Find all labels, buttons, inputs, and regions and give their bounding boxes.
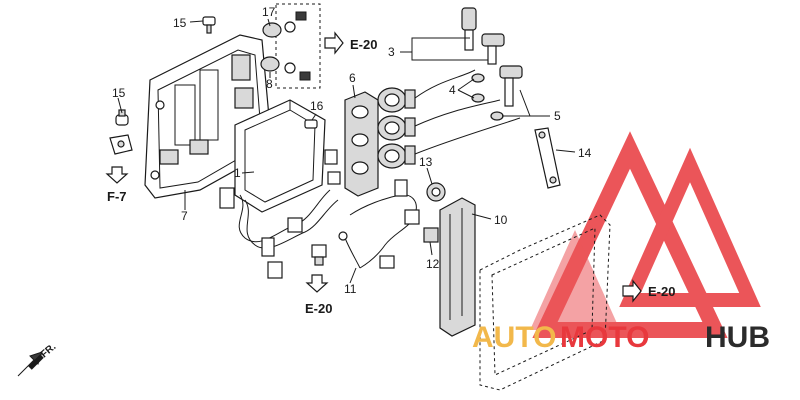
part-number-12: 12 <box>426 257 440 271</box>
reference-f7: F-7 <box>107 189 127 204</box>
part-number-13: 13 <box>419 155 433 169</box>
control-unit-part <box>234 99 326 213</box>
part-number-8: 8 <box>266 77 273 91</box>
grommet-part-8 <box>260 56 311 81</box>
part-number-15a: 15 <box>173 16 187 30</box>
sub-harness-part-11 <box>338 179 420 269</box>
reference-e20-bottom: E-20 <box>305 301 332 316</box>
plug-cap-part-3a <box>461 7 477 51</box>
part-number-16: 16 <box>310 99 324 113</box>
connector-block-part-10 <box>439 197 476 337</box>
bolt-part-15a <box>202 16 216 34</box>
bolt-part-11 <box>311 244 327 266</box>
rear-cover-part <box>479 214 611 391</box>
seal-part-4 <box>471 73 485 103</box>
part-number-10: 10 <box>494 213 508 227</box>
part-number-7: 7 <box>181 209 188 223</box>
reference-arrow-top-icon <box>324 31 344 55</box>
watermark: AUTO MOTO HUB <box>472 321 770 354</box>
plug-cap-part-3b <box>481 33 505 65</box>
part-number-15b: 15 <box>112 86 126 100</box>
watermark-text-hub: HUB <box>705 321 770 354</box>
seal-part-5 <box>490 111 504 121</box>
front-direction-arrow-icon <box>17 351 44 377</box>
cap-part-13 <box>426 182 446 202</box>
reference-arrow-f7-icon <box>105 166 129 184</box>
clip-part <box>109 134 133 155</box>
part-number-5: 5 <box>554 109 561 123</box>
reference-e20-right: E-20 <box>648 284 675 299</box>
coil-bracket-part <box>344 91 379 197</box>
watermark-logo-shape <box>530 131 761 338</box>
bolt-part-16 <box>304 119 318 129</box>
part-number-17: 17 <box>262 5 276 19</box>
watermark-text-auto: AUTO <box>472 321 556 354</box>
ignition-coil-part-2 <box>377 115 416 141</box>
reference-e20-top: E-20 <box>350 37 377 52</box>
part-number-3: 3 <box>388 45 395 59</box>
ignition-coil-part-1 <box>377 87 416 113</box>
high-tension-leads <box>414 69 521 155</box>
reference-arrow-bottom-icon <box>305 274 329 293</box>
reference-arrow-right-icon <box>622 279 642 303</box>
part-number-6: 6 <box>349 71 356 85</box>
watermark-text-moto: MOTO <box>560 321 649 354</box>
part-number-1: 1 <box>234 166 241 180</box>
part-number-14: 14 <box>578 146 592 160</box>
leader-lines <box>117 18 576 284</box>
hardware-group-box <box>275 3 321 89</box>
ignition-coil-part-3 <box>377 143 416 169</box>
grommet-part-17 <box>262 11 307 38</box>
part-number-4: 4 <box>449 83 456 97</box>
wiring-harness-part <box>219 149 341 279</box>
plug-cap-part-3c <box>499 65 523 107</box>
stay-part-14 <box>534 127 561 189</box>
clip-part-12 <box>423 227 439 243</box>
part-number-11: 11 <box>344 282 357 296</box>
